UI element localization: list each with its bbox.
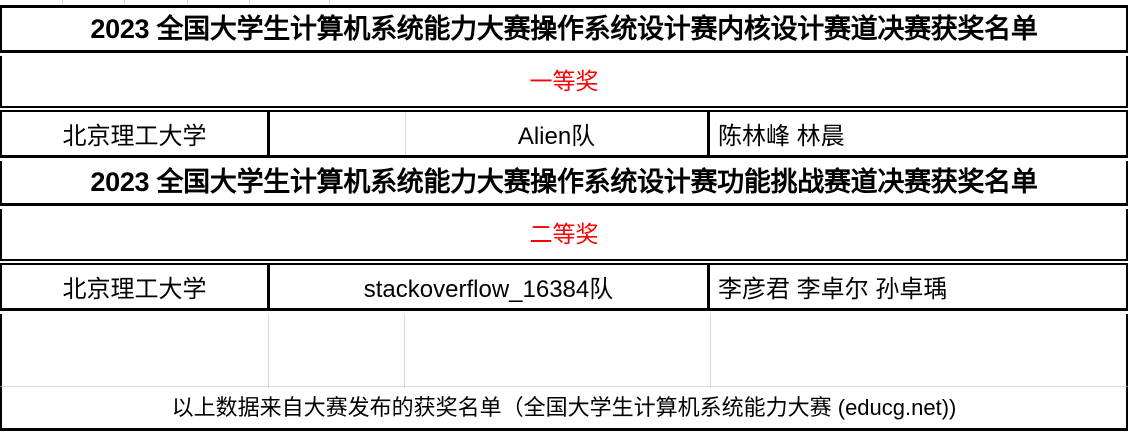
top-cell-c[interactable] [125,0,188,5]
top-cell-e[interactable] [250,0,330,5]
top-cell-b[interactable] [63,0,125,5]
gridline-col-2 [404,314,405,386]
cell-members[interactable]: 陈林峰 林晨 [718,123,845,150]
gridline-col-3-footer [710,386,711,388]
award-level-row-second-prize[interactable]: 二等奖 [0,209,1128,261]
award-level-label-first-prize: 一等奖 [529,67,599,94]
top-cell-d[interactable] [188,0,250,5]
title-text-function-track: 2023 全国大学生计算机系统能力大赛操作系统设计赛功能挑战赛道决赛获奖名单 [90,166,1038,197]
gridline-col-1 [268,314,269,386]
table-row-function-entry[interactable]: 北京理工大学 stackoverflow_16384队 李彦君 李卓尔 孙卓瑀 [0,263,1128,311]
top-cell-f[interactable] [330,0,1128,5]
section-title-kernel-track[interactable]: 2023 全国大学生计算机系统能力大赛操作系统设计赛内核设计赛道决赛获奖名单 [0,8,1128,53]
cell-school[interactable]: 北京理工大学 [2,112,270,155]
title-text-kernel-track: 2023 全国大学生计算机系统能力大赛操作系统设计赛内核设计赛道决赛获奖名单 [90,13,1038,44]
gridline-col-2-footer [404,386,405,388]
table-row-kernel-entry[interactable]: 北京理工大学 Alien队 陈林峰 林晨 [0,110,1128,158]
blank-spacer-row[interactable] [0,314,1128,386]
cell-team-name[interactable]: stackoverflow_16384队 [270,265,710,308]
section-title-function-track[interactable]: 2023 全国大学生计算机系统能力大赛操作系统设计赛功能挑战赛道决赛获奖名单 [0,161,1128,206]
footer-note-row[interactable]: 以上数据来自大赛发布的获奖名单（全国大学生计算机系统能力大赛 (educg.ne… [0,386,1128,431]
gridline-col-3 [710,314,711,386]
cell-blank-col[interactable] [270,112,406,155]
award-level-row-first-prize[interactable]: 一等奖 [0,56,1128,108]
top-partial-row[interactable] [0,0,1128,8]
gridline-col-1-footer [268,386,269,388]
cell-team-name[interactable]: Alien队 [406,112,710,155]
award-level-label-second-prize: 二等奖 [529,220,599,247]
top-cell-a[interactable] [0,0,63,5]
cell-school[interactable]: 北京理工大学 [2,265,270,308]
cell-members[interactable]: 李彦君 李卓尔 孙卓瑀 [718,276,948,303]
footer-note-text: 以上数据来自大赛发布的获奖名单（全国大学生计算机系统能力大赛 (educg.ne… [171,394,957,420]
